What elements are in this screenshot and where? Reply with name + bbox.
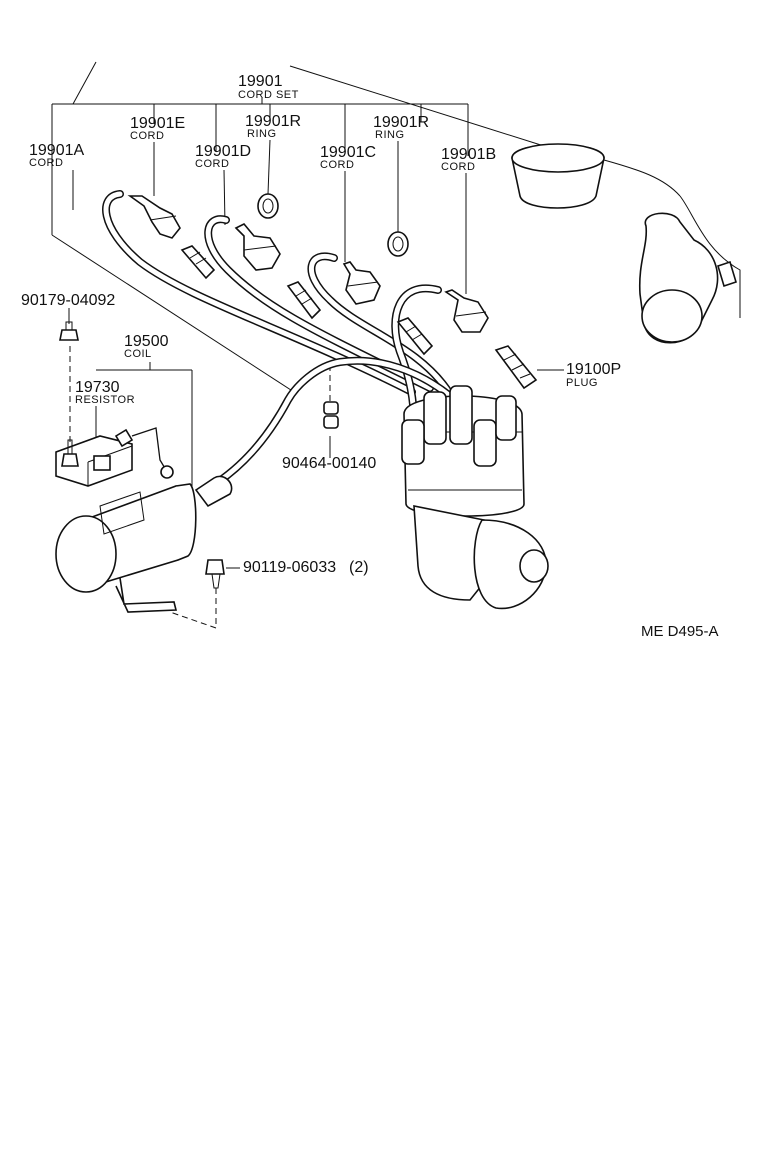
plug-boot-e: [127, 195, 181, 239]
plug-boot-c: [342, 261, 381, 305]
radiator-cap: [511, 143, 681, 209]
part-number: 19730: [75, 379, 120, 396]
plug-boot-b: [444, 289, 489, 333]
part-number: 19901C: [320, 144, 376, 161]
part-description: RING: [375, 129, 405, 141]
water-outlet: [638, 195, 741, 344]
dashed-leaders: [69, 346, 331, 629]
part-number: 19901B: [441, 146, 496, 163]
part-number: 19901D: [195, 143, 251, 160]
callout-cord-b: 19901B CORD: [441, 146, 496, 173]
spark-plug-installed-3: [396, 317, 434, 356]
cord-clamp: [323, 401, 339, 429]
part-number: 19901R: [245, 113, 301, 130]
callout-cord-a: 19901A CORD: [29, 142, 84, 169]
ring-left: [257, 193, 279, 219]
part-description: PLUG: [566, 377, 598, 389]
part-description: RING: [247, 128, 277, 140]
distributor: [401, 385, 549, 610]
callout-ring-2: 19901R RING: [373, 114, 429, 141]
callout-cord-d: 19901D CORD: [195, 143, 251, 170]
part-description: CORD SET: [238, 89, 299, 101]
part-description: RESISTOR: [75, 394, 135, 406]
callout-cord-set: 19901 CORD SET: [238, 73, 299, 101]
bolt-bottom: [205, 559, 225, 589]
part-description: CORD: [441, 161, 475, 173]
part-number: 19100P: [566, 361, 621, 378]
part-number: 19901A: [29, 142, 84, 159]
part-number: 19500: [124, 333, 169, 350]
bolt-resistor: [61, 439, 79, 467]
part-number: 90119-06033: [243, 559, 336, 576]
callout-cord-e: 19901E CORD: [130, 115, 185, 142]
part-number: 19901R: [373, 114, 429, 131]
spark-plug-installed-1: [180, 245, 216, 280]
part-description: CORD: [195, 158, 229, 170]
part-number: 90464-00140: [282, 455, 376, 472]
ring-right: [387, 231, 409, 257]
part-description: CORD: [130, 130, 164, 142]
bolt-top: [59, 321, 79, 341]
callout-bolt-bottom: 90119-06033 (2): [243, 559, 369, 576]
plug-boot-d: [234, 223, 281, 271]
diagram-reference-code: ME D495-A: [641, 623, 719, 640]
leader-lines: [51, 61, 564, 569]
callout-ring-1: 19901R RING: [245, 113, 301, 140]
callout-plug: 19100P PLUG: [566, 361, 621, 389]
callout-clamp: 90464-00140: [282, 455, 376, 472]
callout-bolt-top: 90179-04092: [21, 292, 115, 309]
resistor: [55, 427, 174, 487]
part-description: COIL: [124, 348, 152, 360]
ignition-coil: [55, 475, 233, 613]
spark-plug: [494, 345, 538, 390]
spark-plug-installed-2: [286, 281, 322, 320]
part-number: 90179-04092: [21, 292, 115, 309]
part-quantity: (2): [349, 559, 369, 576]
part-description: CORD: [29, 157, 63, 169]
callout-coil: 19500 COIL: [124, 333, 169, 360]
part-number: 19901E: [130, 115, 185, 132]
plug-wire-set: [102, 190, 454, 486]
part-description: CORD: [320, 159, 354, 171]
callout-resistor: 19730 RESISTOR: [75, 379, 135, 406]
part-number: 19901: [238, 73, 283, 90]
callout-cord-c: 19901C CORD: [320, 144, 376, 171]
